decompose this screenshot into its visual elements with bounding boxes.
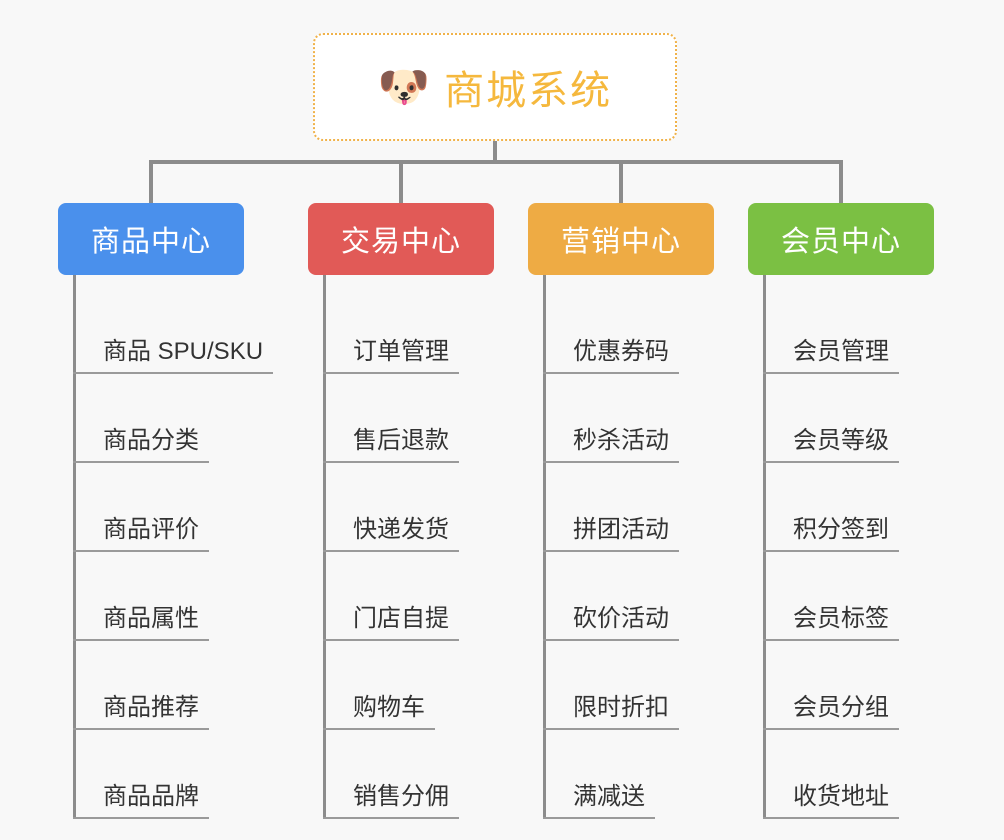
list-item[interactable]: 商品属性 bbox=[73, 552, 244, 641]
list-item[interactable]: 商品品牌 bbox=[73, 730, 244, 819]
list-item[interactable]: 销售分佣 bbox=[323, 730, 494, 819]
leaf-label: 拼团活动 bbox=[543, 509, 679, 552]
category-header-label: 交易中心 bbox=[340, 226, 461, 258]
leaf-label: 销售分佣 bbox=[323, 776, 459, 819]
leaf-label: 优惠券码 bbox=[543, 331, 679, 374]
leaf-list-1: 商品 SPU/SKU 商品分类 商品评价 商品属性 商品推荐 商品品牌 bbox=[73, 275, 274, 819]
category-header-label: 会员中心 bbox=[780, 226, 901, 258]
leaf-label: 购物车 bbox=[323, 687, 435, 730]
category-column-3: 营销中心 优惠券码 秒杀活动 拼团活动 砍价活动 限时折扣 满减送 bbox=[528, 203, 714, 819]
leaf-trunk bbox=[763, 275, 766, 817]
list-item[interactable]: 满减送 bbox=[543, 730, 714, 819]
leaf-list-4: 会员管理 会员等级 积分签到 会员标签 会员分组 收货地址 bbox=[763, 275, 934, 819]
leaf-label: 会员标签 bbox=[763, 598, 899, 641]
list-item[interactable]: 会员分组 bbox=[763, 641, 934, 730]
list-item[interactable]: 拼团活动 bbox=[543, 463, 714, 552]
leaf-list-3: 优惠券码 秒杀活动 拼团活动 砍价活动 限时折扣 满减送 bbox=[543, 275, 714, 819]
list-item[interactable]: 售后退款 bbox=[323, 374, 494, 463]
leaf-label: 商品评价 bbox=[73, 509, 209, 552]
shiba-dog-face-icon: 🐶 bbox=[377, 63, 431, 110]
leaf-trunk bbox=[543, 275, 546, 817]
leaf-label: 快递发货 bbox=[323, 509, 459, 552]
list-item[interactable]: 会员标签 bbox=[763, 552, 934, 641]
leaf-label: 收货地址 bbox=[763, 776, 899, 819]
leaf-label: 秒杀活动 bbox=[543, 420, 679, 463]
connector-drop-2 bbox=[399, 160, 403, 205]
list-item[interactable]: 商品推荐 bbox=[73, 641, 244, 730]
category-header-2[interactable]: 交易中心 bbox=[308, 203, 494, 275]
category-column-4: 会员中心 会员管理 会员等级 积分签到 会员标签 会员分组 收货地址 bbox=[748, 203, 934, 819]
leaf-trunk bbox=[73, 275, 76, 817]
connector-horizontal-bus bbox=[149, 160, 841, 164]
category-column-1: 商品中心 商品 SPU/SKU 商品分类 商品评价 商品属性 商品推荐 商品品牌 bbox=[58, 203, 274, 819]
leaf-label: 满减送 bbox=[543, 776, 655, 819]
category-header-4[interactable]: 会员中心 bbox=[748, 203, 934, 275]
leaf-label: 订单管理 bbox=[323, 331, 459, 374]
connector-drop-3 bbox=[619, 160, 623, 205]
leaf-label: 砍价活动 bbox=[543, 598, 679, 641]
list-item[interactable]: 砍价活动 bbox=[543, 552, 714, 641]
leaf-label: 积分签到 bbox=[763, 509, 899, 552]
leaf-label: 商品 SPU/SKU bbox=[73, 331, 274, 374]
connector-root-stem bbox=[493, 141, 497, 163]
leaf-label: 商品推荐 bbox=[73, 687, 209, 730]
category-header-3[interactable]: 营销中心 bbox=[528, 203, 714, 275]
list-item[interactable]: 限时折扣 bbox=[543, 641, 714, 730]
root-title: 商城系统 bbox=[444, 69, 613, 113]
list-item[interactable]: 积分签到 bbox=[763, 463, 934, 552]
list-item[interactable]: 快递发货 bbox=[323, 463, 494, 552]
list-item[interactable]: 订单管理 bbox=[323, 285, 494, 374]
leaf-label: 会员等级 bbox=[763, 420, 899, 463]
list-item[interactable]: 秒杀活动 bbox=[543, 374, 714, 463]
leaf-label: 会员管理 bbox=[763, 331, 899, 374]
leaf-label: 会员分组 bbox=[763, 687, 899, 730]
list-item[interactable]: 商品 SPU/SKU bbox=[73, 285, 274, 374]
category-header-1[interactable]: 商品中心 bbox=[58, 203, 244, 275]
leaf-label: 限时折扣 bbox=[543, 687, 679, 730]
leaf-label: 门店自提 bbox=[323, 598, 459, 641]
list-item[interactable]: 收货地址 bbox=[763, 730, 934, 819]
list-item[interactable]: 购物车 bbox=[323, 641, 494, 730]
list-item[interactable]: 优惠券码 bbox=[543, 285, 714, 374]
root-node[interactable]: 🐶 商城系统 bbox=[313, 33, 677, 141]
leaf-list-2: 订单管理 售后退款 快递发货 门店自提 购物车 销售分佣 bbox=[323, 275, 494, 819]
list-item[interactable]: 会员等级 bbox=[763, 374, 934, 463]
list-item[interactable]: 商品分类 bbox=[73, 374, 244, 463]
connector-drop-1 bbox=[149, 160, 153, 205]
leaf-trunk bbox=[323, 275, 326, 817]
leaf-label: 售后退款 bbox=[323, 420, 459, 463]
list-item[interactable]: 商品评价 bbox=[73, 463, 244, 552]
category-header-label: 商品中心 bbox=[90, 226, 211, 258]
connector-drop-4 bbox=[839, 160, 843, 205]
category-header-label: 营销中心 bbox=[560, 226, 681, 258]
list-item[interactable]: 会员管理 bbox=[763, 285, 934, 374]
leaf-label: 商品分类 bbox=[73, 420, 209, 463]
leaf-label: 商品品牌 bbox=[73, 776, 209, 819]
category-column-2: 交易中心 订单管理 售后退款 快递发货 门店自提 购物车 销售分佣 bbox=[308, 203, 494, 819]
leaf-label: 商品属性 bbox=[73, 598, 209, 641]
list-item[interactable]: 门店自提 bbox=[323, 552, 494, 641]
